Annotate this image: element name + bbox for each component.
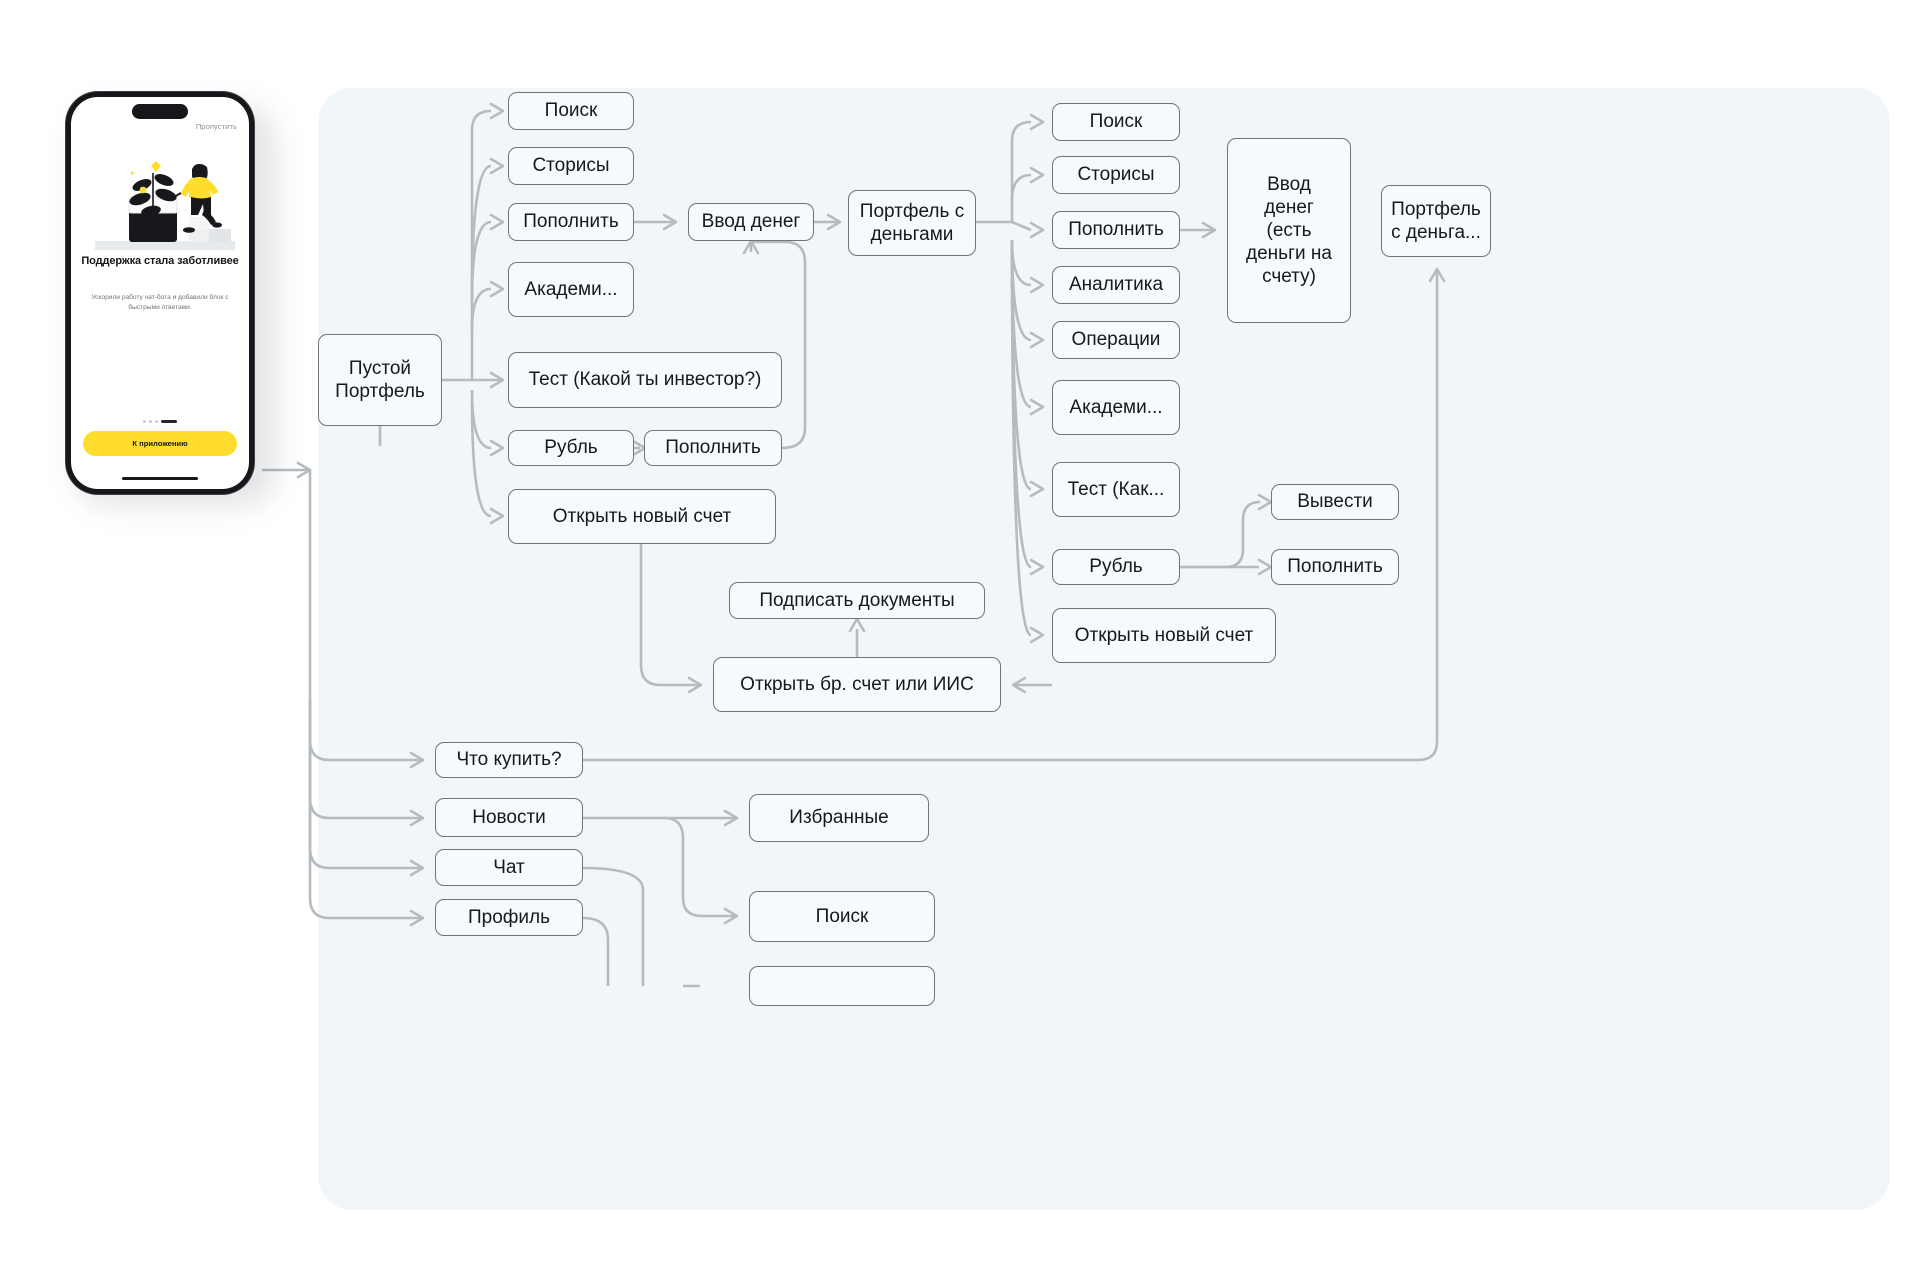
home-indicator: [122, 476, 198, 480]
node-search-1[interactable]: Поиск: [508, 92, 634, 130]
node-profile[interactable]: Профиль: [435, 899, 583, 936]
dot-active-icon: [161, 419, 177, 423]
dot-icon: [155, 419, 158, 423]
node-test-2[interactable]: Тест (Как...: [1052, 462, 1180, 517]
node-test-investor[interactable]: Тест (Какой ты инвестор?): [508, 352, 782, 408]
node-ruble-2[interactable]: Рубль: [1052, 549, 1180, 585]
phone-frame: Пропустить: [66, 92, 254, 494]
node-chat[interactable]: Чат: [435, 849, 583, 886]
node-withdraw[interactable]: Вывести: [1271, 484, 1399, 520]
node-topup-4[interactable]: Пополнить: [1271, 549, 1399, 585]
skip-button[interactable]: Пропустить: [195, 122, 237, 131]
node-empty-portfolio[interactable]: Пустой Портфель: [318, 334, 442, 426]
node-open-new-account-2[interactable]: Открыть новый счет: [1052, 608, 1276, 663]
node-stories-1[interactable]: Сторисы: [508, 147, 634, 185]
node-topup-3[interactable]: Пополнить: [1052, 211, 1180, 249]
phone-screen: Пропустить: [71, 97, 249, 489]
node-what-to-buy[interactable]: Что купить?: [435, 742, 583, 778]
node-analytics[interactable]: Аналитика: [1052, 266, 1180, 304]
onboarding-title: Поддержка стала заботливее: [81, 255, 239, 267]
node-operations[interactable]: Операции: [1052, 321, 1180, 359]
node-stories-2[interactable]: Сторисы: [1052, 156, 1180, 194]
node-search-2[interactable]: Поиск: [1052, 103, 1180, 141]
phone-notch: [132, 104, 188, 119]
node-cut-off[interactable]: [749, 966, 935, 1006]
node-sign-documents[interactable]: Подписать документы: [729, 582, 985, 619]
pagination-dots: [143, 419, 177, 423]
dot-icon: [143, 419, 146, 423]
node-news[interactable]: Новости: [435, 798, 583, 837]
node-search-3[interactable]: Поиск: [749, 891, 935, 942]
node-money-input-2[interactable]: Ввод денег (есть деньги на счету): [1227, 138, 1351, 323]
node-academy-2[interactable]: Академи...: [1052, 380, 1180, 435]
node-topup-1[interactable]: Пополнить: [508, 203, 634, 241]
onboarding-subtitle: Ускорили работу чат-бота и добавили блок…: [91, 294, 229, 311]
node-favorites[interactable]: Избранные: [749, 794, 929, 842]
node-portfolio-money[interactable]: Портфель с деньгами: [848, 190, 976, 256]
dot-icon: [149, 419, 152, 423]
phone-mockup: Пропустить: [66, 92, 282, 512]
node-ruble-1[interactable]: Рубль: [508, 430, 634, 466]
onboarding-illustration: [95, 161, 235, 250]
node-money-input-1[interactable]: Ввод денег: [688, 203, 814, 241]
node-portfolio-money-2[interactable]: Портфель с деньга...: [1381, 185, 1491, 257]
node-open-broker-iis[interactable]: Открыть бр. счет или ИИС: [713, 657, 1001, 712]
node-topup-2[interactable]: Пополнить: [644, 430, 782, 466]
node-academy-1[interactable]: Академи...: [508, 262, 634, 317]
go-to-app-button[interactable]: К приложению: [83, 431, 237, 456]
node-open-new-account-1[interactable]: Открыть новый счет: [508, 489, 776, 544]
